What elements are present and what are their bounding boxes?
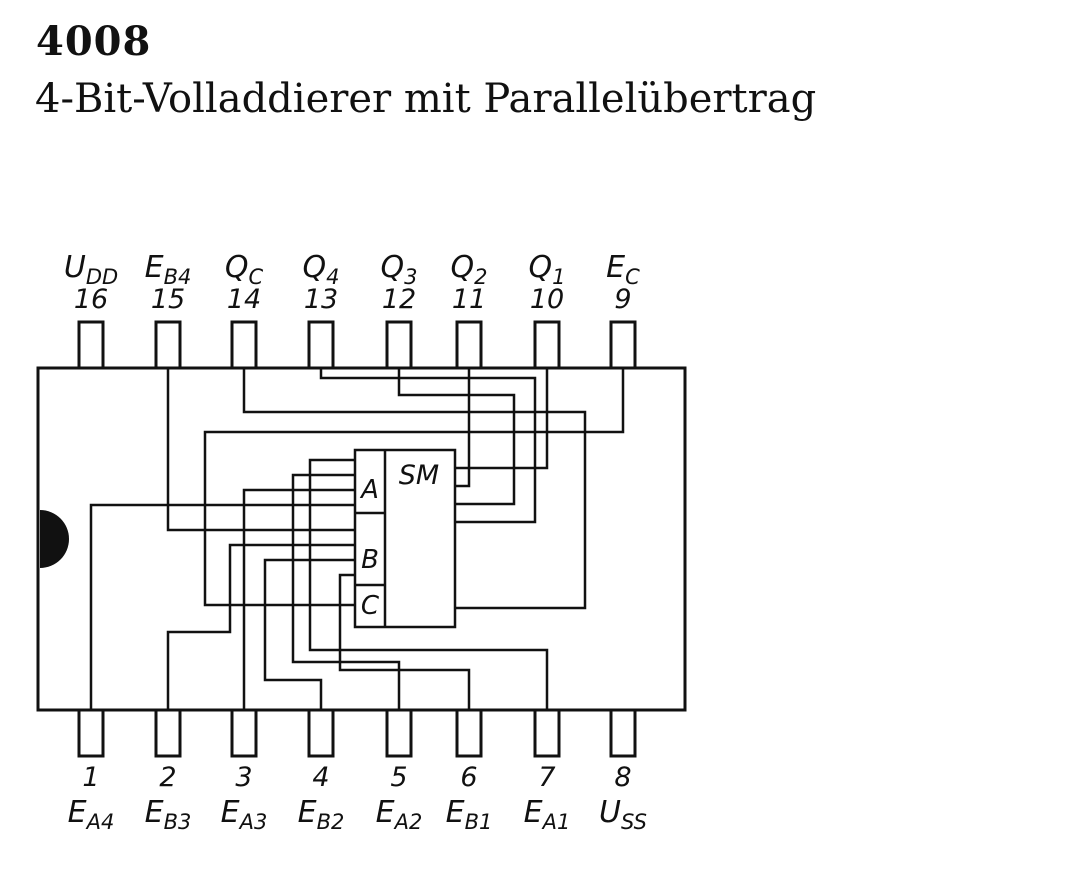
pin-7-lead: [533, 708, 561, 758]
pin-12-lead: [385, 320, 413, 370]
wire-ea4: [89, 503, 355, 710]
pin-2-name: EB3: [145, 795, 192, 834]
wire-eb2: [263, 558, 355, 710]
pin-11-number: 11: [452, 284, 486, 315]
pin-14-number: 14: [227, 284, 261, 315]
bottom-pin-labels: 1 2 3 4 5 6 7 8 EA4 EB3 EA3 EB2 EA2 EB1 …: [68, 762, 647, 834]
pin-1-name: EA4: [68, 795, 115, 834]
pin-3-name: EA3: [221, 795, 268, 834]
pin-15-number: 15: [151, 284, 185, 315]
pin-10-name: Q1: [529, 250, 566, 289]
wire-ea1: [308, 458, 549, 710]
pin-13-lead: [307, 320, 335, 370]
pin-6-name: EB1: [446, 795, 493, 834]
pin-10-number: 10: [530, 284, 564, 315]
wire-eb1: [338, 573, 471, 710]
wire-eb4: [166, 368, 355, 532]
pin-8-lead: [609, 708, 637, 758]
part-number: 4008: [36, 18, 152, 65]
pin-9-number: 9: [614, 284, 631, 315]
pin-9-lead: [609, 320, 637, 370]
bottom-pins: [77, 708, 637, 758]
pin-3-number: 3: [235, 762, 252, 793]
pin-5-number: 5: [390, 762, 407, 793]
pin-16-name: UDD: [64, 250, 118, 289]
sm-block: A B C SM: [353, 448, 457, 629]
pin-5-name: EA2: [376, 795, 423, 834]
pin-3-lead: [230, 708, 258, 758]
wire-q3: [397, 368, 516, 506]
wiring: [89, 368, 625, 710]
pin-1-number: 1: [82, 762, 99, 793]
pin-8-name: USS: [599, 795, 647, 834]
pin-11-lead: [455, 320, 483, 370]
pin-10-lead: [533, 320, 561, 370]
pin-8-number: 8: [614, 762, 631, 793]
sm-port-a: A: [359, 475, 379, 505]
pin-6-lead: [455, 708, 483, 758]
top-pins: [77, 320, 637, 370]
wire-q1: [455, 368, 549, 470]
wire-ea2: [291, 473, 401, 710]
pin-1-lead: [77, 708, 105, 758]
pin-12-name: Q3: [381, 250, 418, 289]
pin-13-number: 13: [304, 284, 338, 315]
ic-body: [36, 366, 687, 712]
pin-15-lead: [154, 320, 182, 370]
pin-4-number: 4: [312, 762, 329, 793]
pin-16-lead: [77, 320, 105, 370]
pin-9-name: EC: [606, 250, 640, 289]
sm-block-label: SM: [399, 460, 439, 491]
wire-ec: [203, 368, 625, 607]
pin-4-name: EB2: [298, 795, 345, 834]
wire-eb3: [166, 543, 355, 710]
sm-port-c: C: [361, 591, 380, 621]
pin-5-lead: [385, 708, 413, 758]
pin-14-lead: [230, 320, 258, 370]
pin-4-lead: [307, 708, 335, 758]
pin-11-name: Q2: [451, 250, 488, 289]
wire-ea3: [242, 488, 355, 710]
pin-2-number: 2: [159, 762, 176, 793]
pin-13-name: Q4: [303, 250, 340, 289]
notch-icon: [40, 510, 69, 568]
pin-15-name: EB4: [145, 250, 192, 289]
pin-14-name: QC: [225, 250, 264, 289]
sm-port-b: B: [361, 545, 379, 575]
wire-qc: [242, 368, 587, 610]
page-title: 4-Bit-Volladdierer mit Parallelübertrag: [35, 76, 817, 122]
wire-q2: [455, 368, 471, 488]
wire-q4: [319, 368, 537, 524]
top-pin-labels: UDD EB4 QC Q4 Q3 Q2 Q1 EC 16 15 14 13 12…: [64, 250, 640, 315]
pin-16-number: 16: [74, 284, 108, 315]
pin-7-number: 7: [538, 762, 555, 793]
pin-2-lead: [154, 708, 182, 758]
pin-7-name: EA1: [524, 795, 571, 834]
pin-6-number: 6: [460, 762, 477, 793]
sm-block-outline: [353, 448, 457, 629]
pin-12-number: 12: [382, 284, 416, 315]
